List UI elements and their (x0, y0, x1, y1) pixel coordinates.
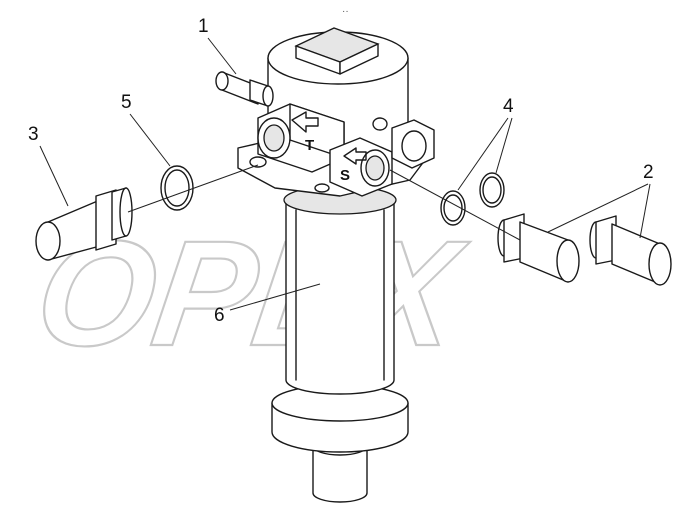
callout-2: 2 (547, 162, 654, 239)
callout-label-4: 4 (503, 96, 514, 117)
o-ring-right-b (479, 172, 505, 208)
port-s-label: S (340, 167, 350, 184)
callout-label-2: 2 (643, 162, 654, 183)
port-t-label: T (305, 137, 314, 154)
callout-label-3: 3 (28, 124, 39, 145)
top-mark: ·· (342, 6, 349, 17)
port-t-block: T (257, 103, 345, 173)
callout-label-6: 6 (214, 305, 225, 326)
callout-4: 4 (457, 96, 514, 191)
callout-6: 6 (214, 283, 321, 326)
callout-label-1: 1 (198, 16, 209, 37)
angled-fitting (215, 71, 274, 107)
union-left (35, 187, 133, 261)
callout-label-5: 5 (121, 92, 132, 113)
hex-boss (391, 119, 435, 169)
union-right-b (589, 215, 672, 286)
o-ring-left (160, 165, 194, 211)
callout-1: 1 (198, 16, 237, 75)
filter-housing (271, 185, 409, 503)
callout-3: 3 (28, 124, 69, 207)
union-right-a (497, 213, 580, 283)
port-s-block: S (329, 137, 393, 197)
callout-5: 5 (121, 92, 171, 167)
